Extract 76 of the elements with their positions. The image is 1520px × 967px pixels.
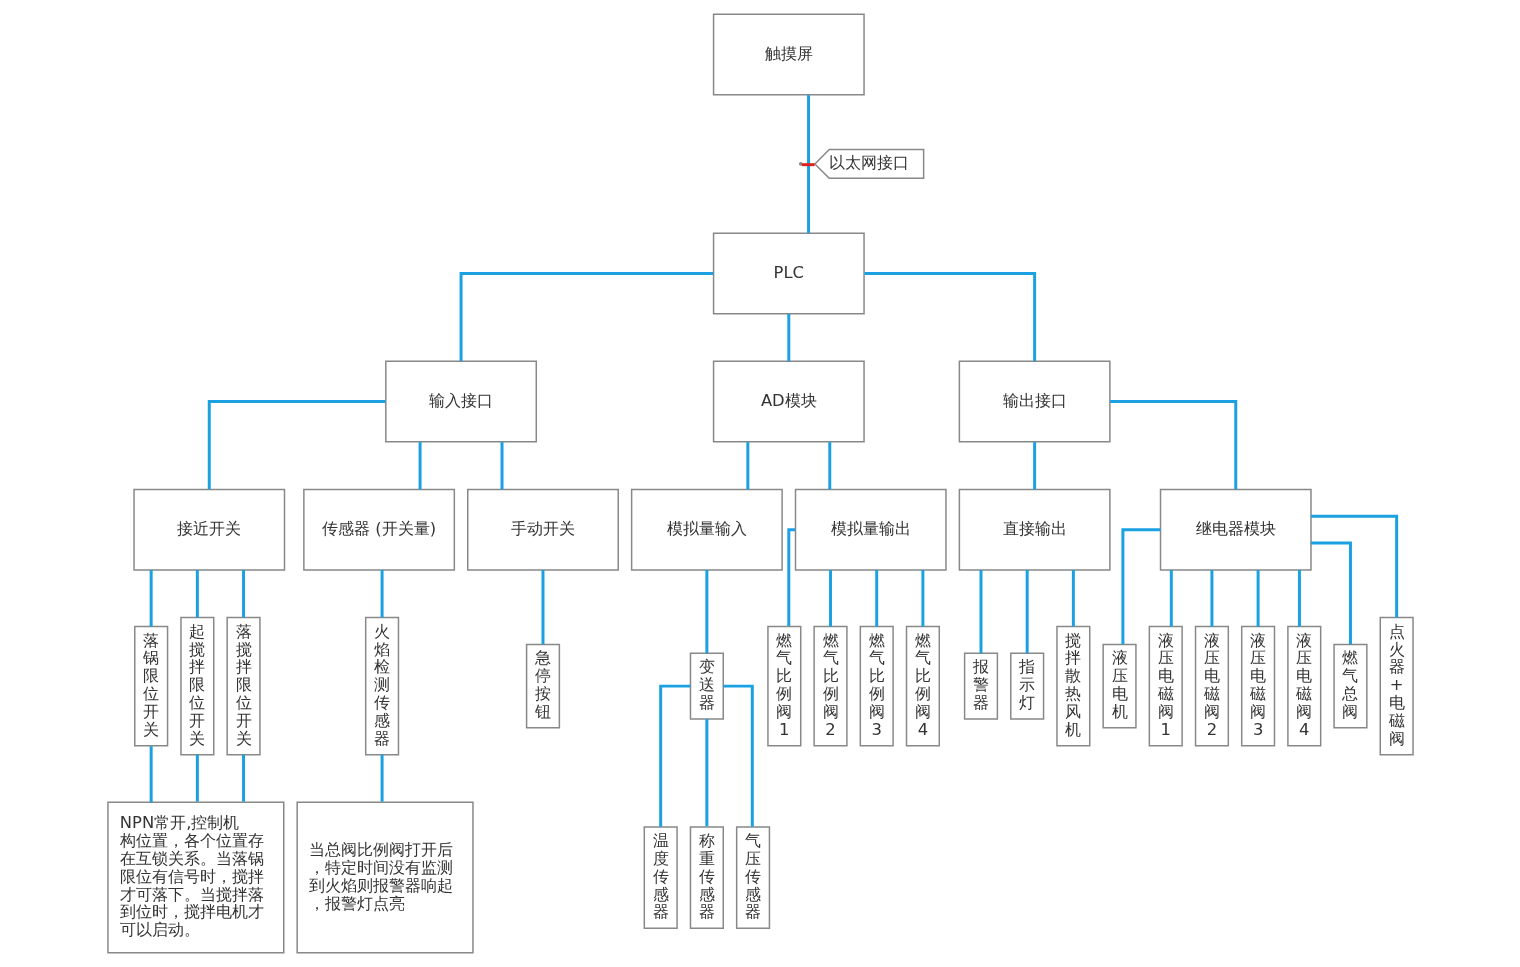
- connector: [827, 442, 831, 490]
- node-box: 液压电磁阀3: [1240, 625, 1275, 747]
- node-box: 直接输出: [958, 488, 1111, 571]
- connector: [1310, 541, 1352, 645]
- node-box: 燃气比例阀1: [766, 625, 801, 747]
- connector: [1109, 400, 1237, 490]
- node-box: 燃气总阀: [1332, 643, 1368, 729]
- node-box: 落搅拌限位开关: [225, 616, 261, 756]
- node-box: 输出接口: [958, 360, 1111, 443]
- connector: [195, 569, 199, 618]
- connector: [1032, 442, 1036, 490]
- connector: [864, 271, 1036, 361]
- connector: [418, 442, 422, 490]
- node-box: 继电器模块: [1159, 488, 1312, 571]
- connector: [1310, 514, 1398, 618]
- node-box: AD模块: [712, 360, 865, 443]
- node-box: 称重传感器: [689, 826, 724, 929]
- connector: [500, 442, 503, 490]
- connector: [745, 442, 749, 490]
- connector: [195, 754, 199, 802]
- connector: [658, 684, 690, 827]
- node-box: 手动开关: [466, 488, 619, 571]
- connector: [874, 569, 878, 627]
- connector: [828, 569, 832, 627]
- node-box: 搅拌散热风机: [1055, 625, 1090, 747]
- node-box: 气压传感器: [735, 826, 770, 929]
- connector: [207, 400, 385, 490]
- node-box: 变送器: [689, 652, 724, 720]
- connector: [920, 569, 924, 627]
- connector: [459, 271, 713, 361]
- connector: [1256, 569, 1260, 627]
- node-box: 燃气比例阀2: [812, 625, 848, 747]
- node-box: PLC: [712, 232, 865, 315]
- connector: [704, 569, 708, 654]
- connector: [241, 569, 245, 618]
- connector: [149, 569, 153, 627]
- connector: [801, 163, 815, 167]
- node-box: 液压电磁阀1: [1148, 625, 1183, 747]
- node-box: 液压电机: [1101, 643, 1137, 729]
- node-box: 触摸屏: [712, 13, 865, 96]
- node-box: 模拟量输入: [630, 488, 783, 571]
- node-box: 火焰检测传感器: [364, 616, 399, 756]
- node-box: 输入接口: [384, 360, 537, 443]
- connector: [241, 754, 245, 802]
- node-box: 指示灯: [1009, 652, 1044, 720]
- connector: [806, 95, 810, 233]
- connector: [1297, 569, 1301, 627]
- node-box: 模拟量输出: [794, 488, 947, 571]
- node-box: 点火器+电磁阀: [1379, 616, 1414, 756]
- node-box: 液压电磁阀4: [1286, 625, 1321, 747]
- node-box: 燃气比例阀4: [905, 625, 940, 747]
- node-box: 温度传感器: [643, 826, 678, 929]
- node-box: 接近开关: [132, 488, 285, 571]
- connector: [786, 528, 795, 627]
- connector: [1071, 569, 1075, 627]
- connector: [704, 719, 708, 827]
- connector: [979, 569, 982, 654]
- node-box: 燃气比例阀3: [859, 625, 894, 747]
- node-box: NPN常开,控制机构位置，各个位置存在互锁关系。当落锅限位有信号时，搅拌才可落下。当搅拌落到位时，搅拌电机才可以启动。: [106, 801, 284, 954]
- node-box: 当总阀比例阀打开后，特定时间没有监测到火焰则报警器响起，报警灯点亮: [295, 801, 474, 954]
- connector: [1025, 569, 1029, 654]
- connector: [149, 746, 153, 803]
- connector: [1209, 569, 1213, 627]
- connector: [1169, 569, 1173, 627]
- connector: [786, 313, 790, 362]
- node-box: 传感器 (开关量): [302, 488, 455, 571]
- connector: [1120, 528, 1160, 645]
- node-box: 报警器: [963, 652, 998, 720]
- node-box: 起搅拌限位开关: [179, 616, 214, 756]
- node-box: 液压电磁阀2: [1194, 625, 1229, 747]
- node-box: 落锅限位开关: [133, 625, 168, 747]
- connector: [380, 754, 384, 802]
- connector: [380, 569, 384, 618]
- node-box: 急停按钮: [525, 643, 560, 729]
- connector: [722, 684, 754, 827]
- connector: [541, 569, 544, 645]
